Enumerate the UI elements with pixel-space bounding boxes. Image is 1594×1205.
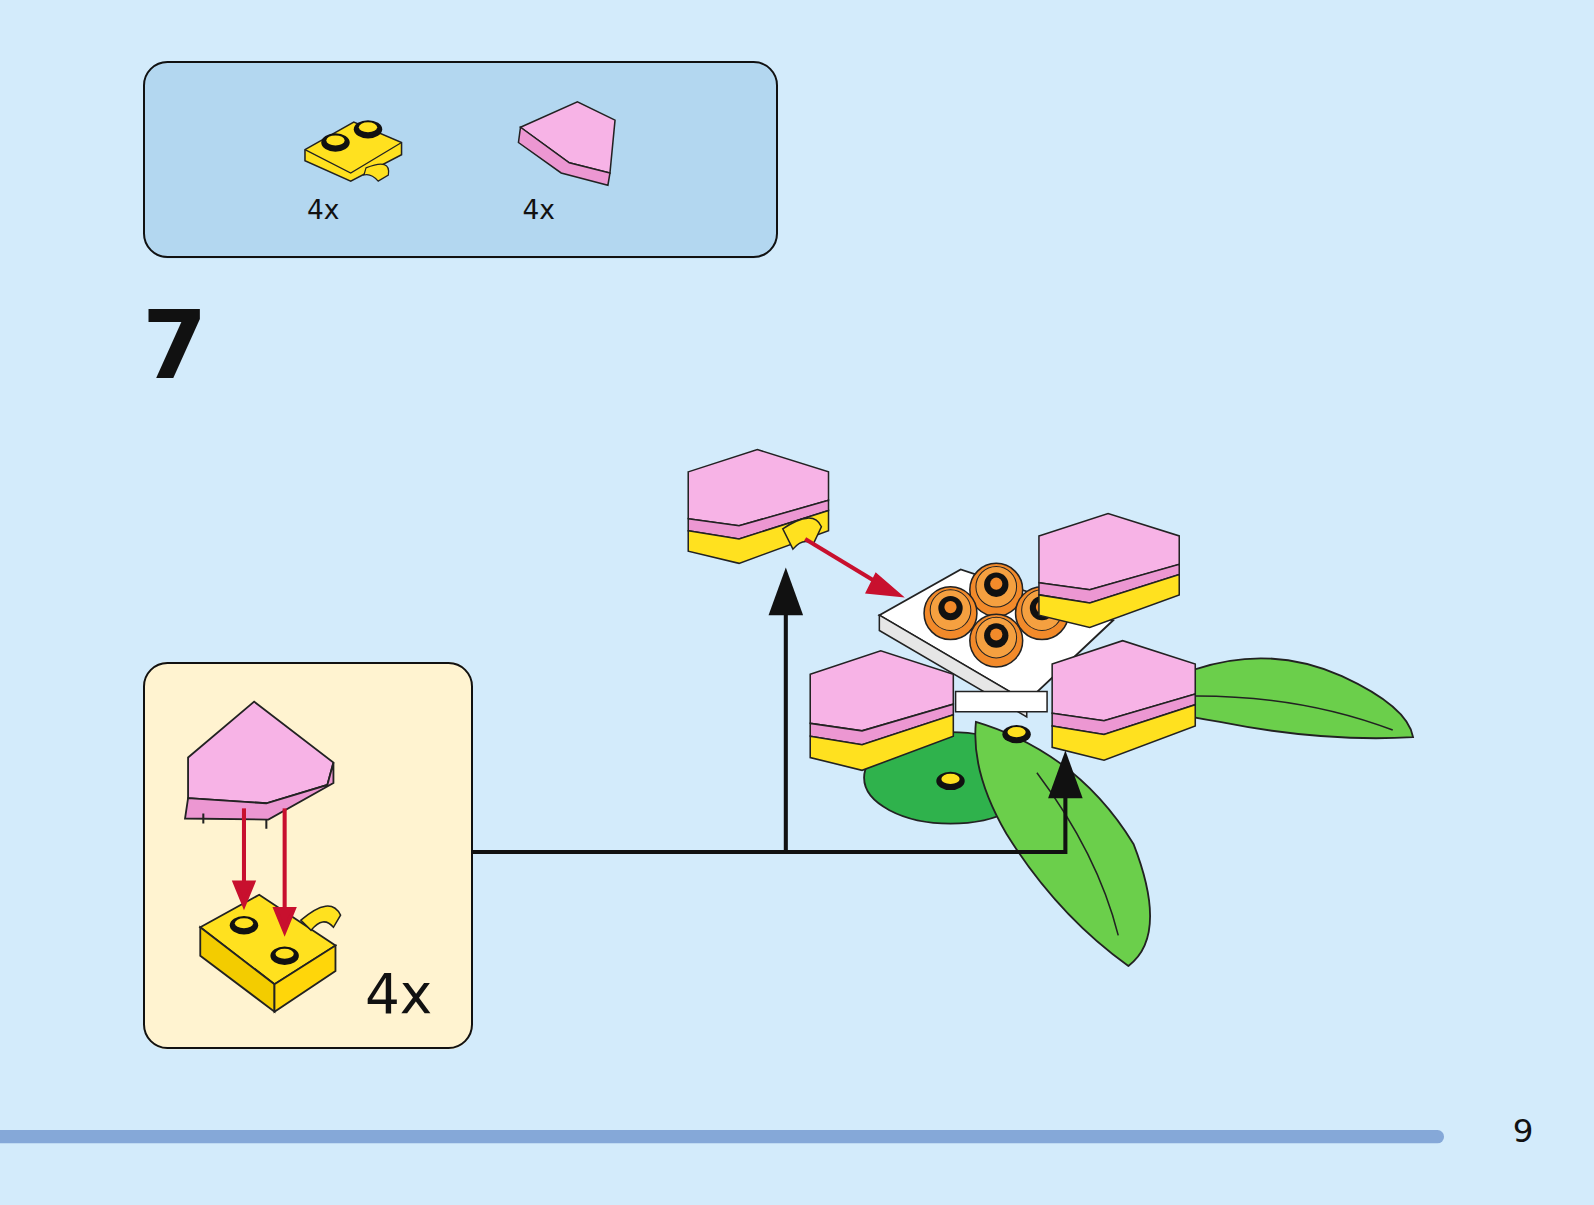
pink-wedge bbox=[185, 702, 333, 829]
yellow-clip-plate-part bbox=[305, 120, 402, 181]
parts-panel bbox=[143, 61, 777, 258]
leader-lines bbox=[473, 567, 1083, 852]
quantity-label: 4x bbox=[522, 197, 554, 223]
quantity-label: 4x bbox=[365, 967, 432, 1022]
page-number: 9 bbox=[1513, 1115, 1534, 1148]
page-bar bbox=[0, 1130, 1437, 1143]
flower-model bbox=[810, 514, 1413, 966]
quantity-label: 4x bbox=[307, 197, 339, 223]
detached-petal bbox=[688, 450, 828, 564]
subassembly-box: 4x bbox=[143, 662, 472, 1049]
yellow-clip-plate bbox=[200, 895, 340, 1012]
subassembly-panel bbox=[143, 662, 472, 1049]
placement-arrows bbox=[235, 808, 294, 931]
parts-list-box: 4x 4x bbox=[143, 61, 777, 258]
step-number: 7 bbox=[142, 299, 207, 393]
pink-wedge-part bbox=[518, 102, 615, 185]
attach-arrow bbox=[805, 539, 899, 595]
